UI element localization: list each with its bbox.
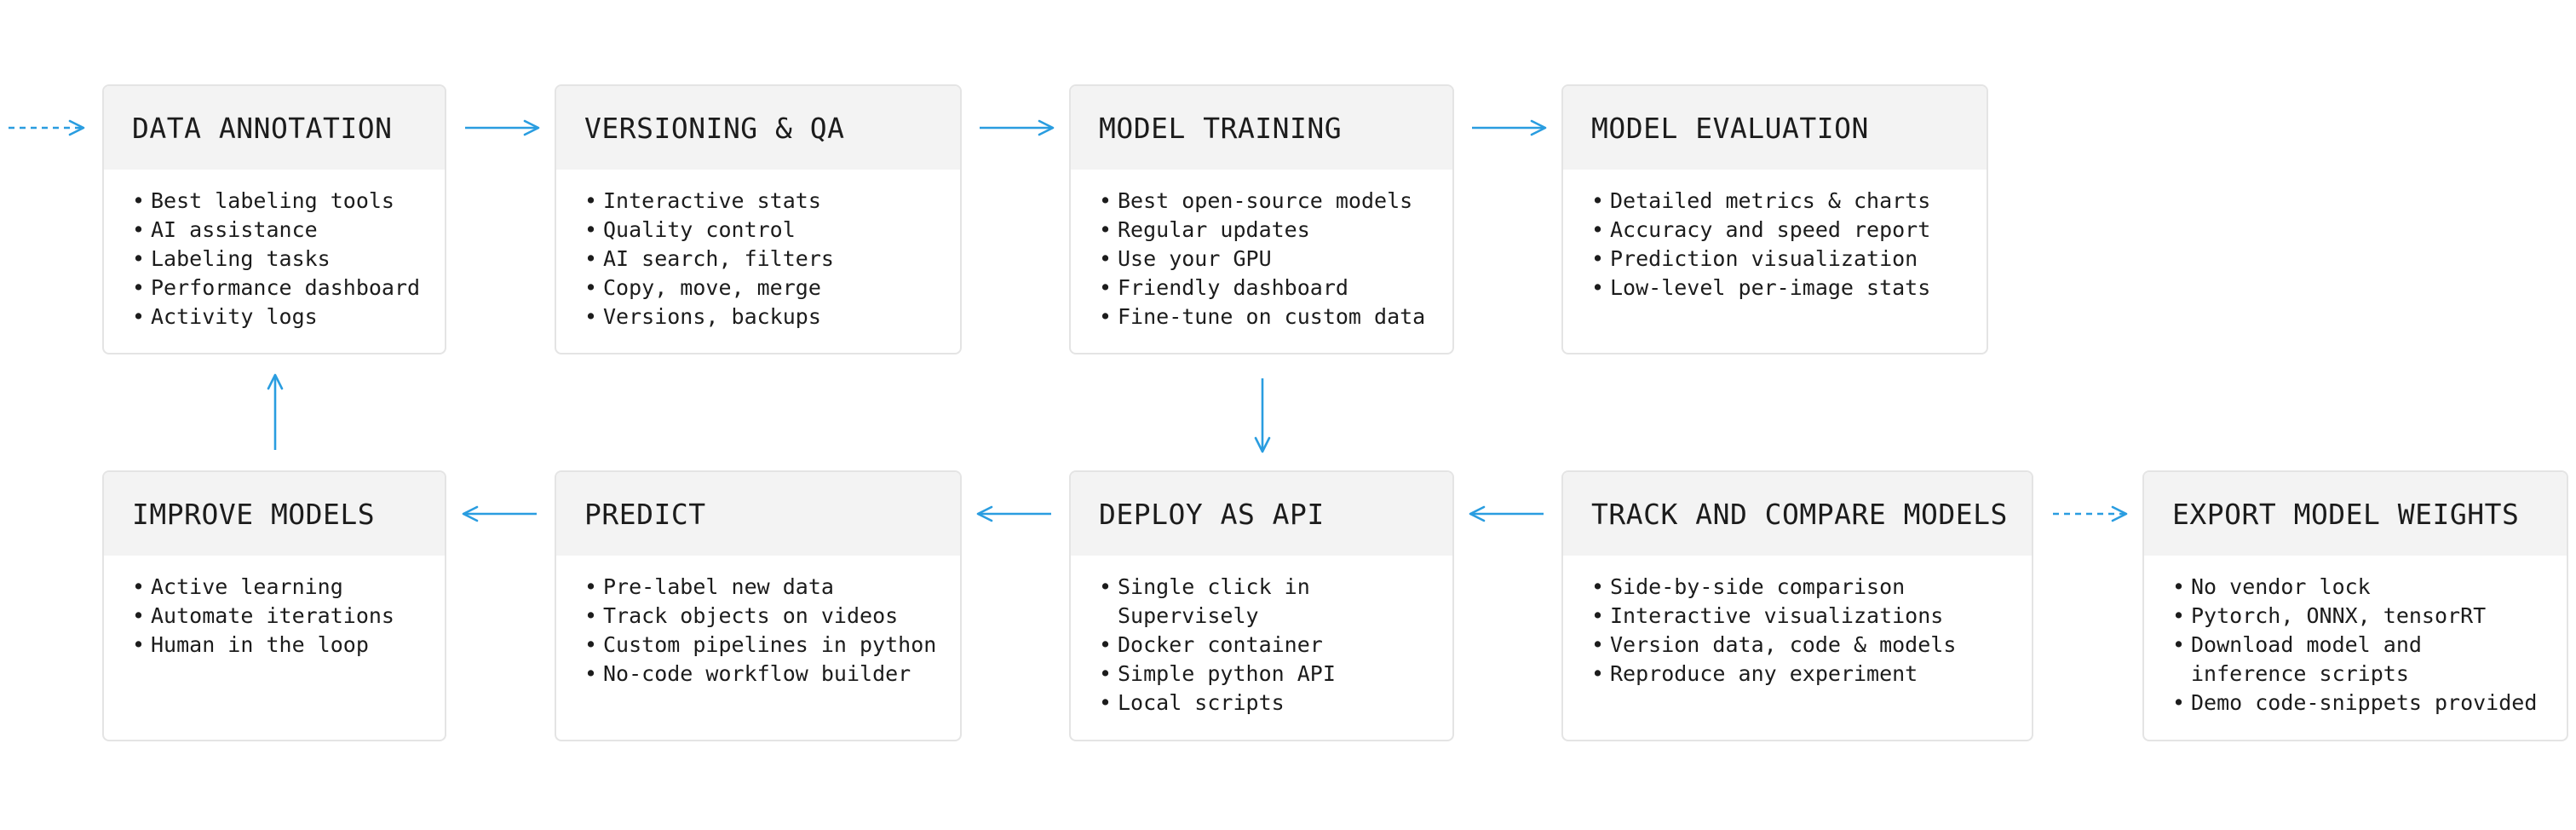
card-model-training: MODEL TRAINING Best open-source models R… [1069, 84, 1454, 354]
list-item: Version data, code & models [1591, 631, 2023, 660]
feature-list: Interactive stats Quality control AI sea… [584, 187, 952, 331]
feature-list: Best labeling tools AI assistance Labeli… [132, 187, 436, 331]
list-item: No vendor lock [2172, 573, 2558, 602]
list-item: Human in the loop [132, 631, 436, 660]
card-header: MODEL TRAINING [1071, 86, 1452, 170]
card-predict: PREDICT Pre-label new data Track objects… [555, 470, 962, 741]
list-item: AI search, filters [584, 245, 952, 274]
feature-list: No vendor lock Pytorch, ONNX, tensorRT D… [2172, 573, 2558, 718]
list-item: Best labeling tools [132, 187, 436, 216]
list-item: Simple python API [1099, 660, 1444, 689]
list-item: Best open-source models [1099, 187, 1444, 216]
list-item: Regular updates [1099, 216, 1444, 245]
list-item: Versions, backups [584, 303, 952, 331]
feature-list: Active learning Automate iterations Huma… [132, 573, 436, 660]
card-track-and-compare: TRACK AND COMPARE MODELS Side-by-side co… [1561, 470, 2033, 741]
list-item: Performance dashboard [132, 274, 436, 303]
card-title: MODEL EVALUATION [1591, 111, 1869, 145]
card-data-annotation: DATA ANNOTATION Best labeling tools AI a… [102, 84, 446, 354]
list-item: Labeling tasks [132, 245, 436, 274]
list-item: Quality control [584, 216, 952, 245]
list-item-continuation: Supervisely [1118, 603, 1259, 628]
card-title: DATA ANNOTATION [132, 111, 393, 145]
list-item: Friendly dashboard [1099, 274, 1444, 303]
card-header: IMPROVE MODELS [104, 472, 445, 556]
card-versioning-qa: VERSIONING & QA Interactive stats Qualit… [555, 84, 962, 354]
list-item: Pre-label new data [584, 573, 952, 602]
feature-list: Detailed metrics & charts Accuracy and s… [1591, 187, 1978, 303]
list-item: Low-level per-image stats [1591, 274, 1978, 303]
feature-list: Single click in Supervisely Docker conta… [1099, 573, 1444, 718]
list-item: Demo code-snippets provided [2172, 689, 2558, 718]
list-item: Automate iterations [132, 602, 436, 631]
card-header: EXPORT MODEL WEIGHTS [2144, 472, 2567, 556]
feature-list: Best open-source models Regular updates … [1099, 187, 1444, 331]
list-item: Interactive visualizations [1591, 602, 2023, 631]
list-item: Local scripts [1099, 689, 1444, 718]
card-header: PREDICT [556, 472, 960, 556]
list-item: Custom pipelines in python [584, 631, 952, 660]
card-improve-models: IMPROVE MODELS Active learning Automate … [102, 470, 446, 741]
card-header: DATA ANNOTATION [104, 86, 445, 170]
list-item: Accuracy and speed report [1591, 216, 1978, 245]
list-item: Activity logs [132, 303, 436, 331]
card-model-evaluation: MODEL EVALUATION Detailed metrics & char… [1561, 84, 1988, 354]
card-export-model-weights: EXPORT MODEL WEIGHTS No vendor lock Pyto… [2142, 470, 2568, 741]
list-item: Download model and [2172, 631, 2558, 660]
list-item: Active learning [132, 573, 436, 602]
card-header: VERSIONING & QA [556, 86, 960, 170]
card-title: MODEL TRAINING [1099, 111, 1343, 145]
list-item: AI assistance [132, 216, 436, 245]
list-item: Pytorch, ONNX, tensorRT [2172, 602, 2558, 631]
list-item: Track objects on videos [584, 602, 952, 631]
card-title: TRACK AND COMPARE MODELS [1591, 497, 2008, 531]
list-item: Docker container [1099, 631, 1444, 660]
list-item: Fine-tune on custom data [1099, 303, 1444, 331]
card-title: DEPLOY AS API [1099, 497, 1325, 531]
list-item: Interactive stats [584, 187, 952, 216]
card-title: IMPROVE MODELS [132, 497, 376, 531]
card-title: PREDICT [584, 497, 706, 531]
list-item-continuation: inference scripts [2191, 661, 2409, 686]
list-item: Prediction visualization [1591, 245, 1978, 274]
card-header: TRACK AND COMPARE MODELS [1563, 472, 2032, 556]
card-title: EXPORT MODEL WEIGHTS [2172, 497, 2520, 531]
card-deploy-as-api: DEPLOY AS API Single click in Supervisel… [1069, 470, 1454, 741]
list-item: Single click in [1099, 573, 1444, 602]
list-item: Use your GPU [1099, 245, 1444, 274]
card-header: DEPLOY AS API [1071, 472, 1452, 556]
list-item: Side-by-side comparison [1591, 573, 2023, 602]
list-item: No-code workflow builder [584, 660, 952, 689]
list-item: Reproduce any experiment [1591, 660, 2023, 689]
list-item: Copy, move, merge [584, 274, 952, 303]
feature-list: Side-by-side comparison Interactive visu… [1591, 573, 2023, 689]
feature-list: Pre-label new data Track objects on vide… [584, 573, 952, 689]
list-item: Detailed metrics & charts [1591, 187, 1978, 216]
card-title: VERSIONING & QA [584, 111, 845, 145]
card-header: MODEL EVALUATION [1563, 86, 1987, 170]
